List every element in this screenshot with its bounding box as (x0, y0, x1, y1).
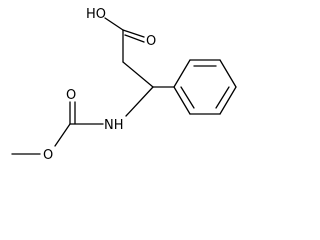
phenyl-inner-bond-c (180, 86, 195, 109)
bond-ch-nh (125, 86, 154, 117)
bond-c1-o-double-a (122, 29, 145, 38)
phenyl-bond-6 (173, 86, 191, 115)
phenyl-inner-bond-b (215, 86, 230, 109)
ester-oxygen-label: O (43, 148, 53, 163)
phenyl-bond-4 (219, 86, 237, 115)
hydroxyl-label: HO (86, 7, 106, 22)
bond-ch2-ch (122, 61, 154, 88)
bond-c1-o-double-b (124, 34, 145, 43)
chemical-structure: HO O NH O O (11, 7, 237, 163)
bond-co-oester (54, 123, 71, 147)
bond-oh-c1 (104, 17, 124, 31)
carbamate-carbonyl-oxygen-label: O (66, 88, 76, 103)
phenyl-bond-3 (219, 59, 237, 88)
amine-label: NH (104, 118, 124, 133)
acid-carbonyl-oxygen-label: O (146, 34, 156, 49)
phenyl-bond-1 (173, 59, 191, 88)
